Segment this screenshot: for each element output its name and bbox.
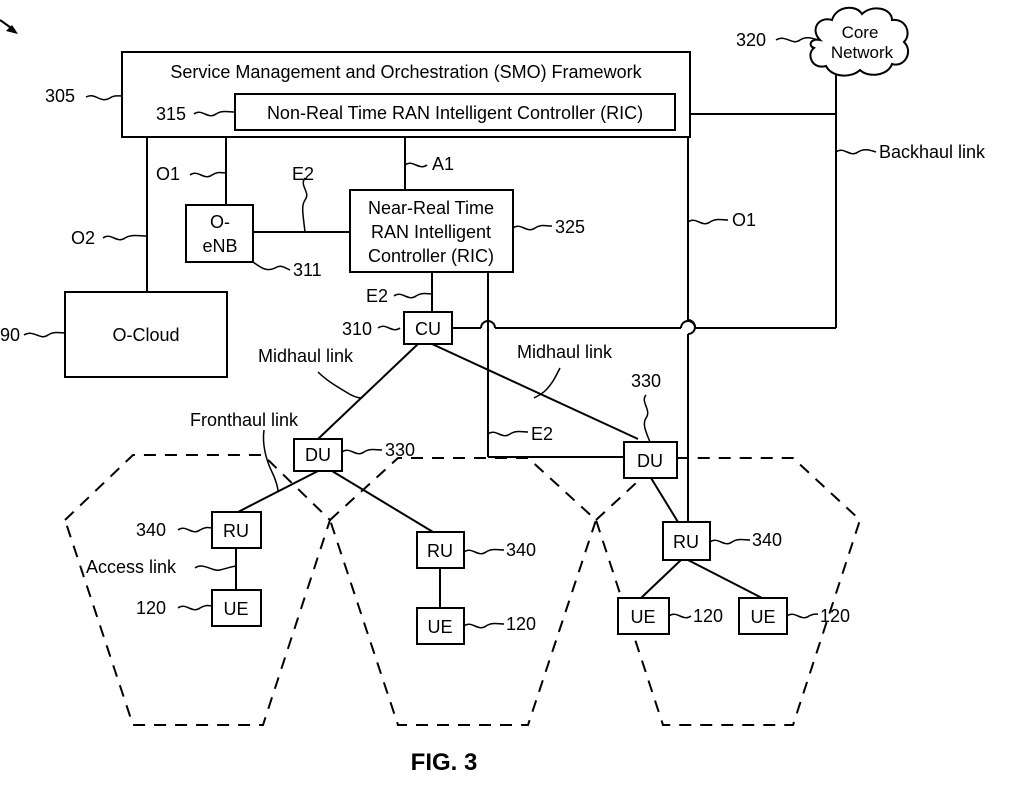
near-rt-ric-line1: Near-Real Time (368, 198, 494, 218)
reference-leaders (23, 36, 877, 629)
ue-right-a-box (617, 597, 670, 635)
non-rt-ric-ref: 315 (156, 104, 186, 124)
ue-left-ref: 120 (136, 598, 166, 618)
du-left-box (293, 438, 343, 472)
du-left-label: DU (305, 445, 331, 465)
oenb-box (185, 204, 254, 263)
du-left-ref: 330 (385, 440, 415, 460)
connection-lines (146, 68, 837, 608)
ue-mid-label: UE (427, 617, 452, 637)
ru-mid-ref: 340 (506, 540, 536, 560)
fronthaul-mid-line (331, 470, 434, 533)
cu-label: CU (415, 319, 441, 339)
e2-cu-label: E2 (366, 286, 388, 306)
access-link-label: Access link (86, 557, 177, 577)
core-network-ref: 320 (736, 30, 766, 50)
e2-du-label: E2 (531, 424, 553, 444)
ocloud-label: O-Cloud (112, 325, 179, 345)
cu-ref: 310 (342, 319, 372, 339)
non-rt-ric-box (234, 93, 676, 131)
access-link-right-b-line (687, 559, 763, 599)
ru-right-box (662, 521, 711, 561)
ru-right-ref: 340 (752, 530, 782, 550)
ocloud-ref: 90 (0, 325, 20, 345)
near-rt-ric-line2: RAN Intelligent (371, 222, 491, 242)
core-network-cloud (809, 6, 910, 77)
near-rt-ric-line3: Controller (RIC) (368, 246, 494, 266)
du-right-box (623, 441, 678, 479)
ru-left-ref: 340 (136, 520, 166, 540)
non-rt-ric-label: Non-Real Time RAN Intelligent Controller… (267, 103, 643, 123)
access-link-right-a-line (640, 559, 682, 599)
midhaul-right-label: Midhaul link (517, 342, 613, 362)
fronthaul-link-label: Fronthaul link (190, 410, 299, 430)
ue-left-box (211, 589, 262, 627)
near-rt-ric-ref: 325 (555, 217, 585, 237)
backhaul-link-label: Backhaul link (879, 142, 986, 162)
oenb-line1: O- (210, 212, 230, 232)
fronthaul-right-line (650, 477, 679, 523)
cell-right-hexagon (594, 457, 862, 726)
midhaul-left-line (317, 343, 419, 440)
e2-oenb-label: E2 (292, 164, 314, 184)
a1-label: A1 (432, 154, 454, 174)
ue-left-label: UE (223, 599, 248, 619)
ru-mid-label: RU (427, 541, 453, 561)
ue-mid-ref: 120 (506, 614, 536, 634)
o1-left-label: O1 (156, 164, 180, 184)
du-right-label: DU (637, 451, 663, 471)
midhaul-right-line (431, 343, 639, 440)
oenb-ref: 311 (293, 260, 322, 280)
oenb-line2: eNB (202, 236, 237, 256)
cu-box (403, 311, 453, 345)
ue-right-a-ref: 120 (693, 606, 723, 626)
du-right-ref-top: 330 (631, 371, 661, 391)
smo-ref: 305 (45, 86, 75, 106)
cell-middle-hexagon (328, 457, 598, 726)
o2-label: O2 (71, 228, 95, 248)
cell-left-hexagon (63, 454, 332, 726)
core-network-line2: Network (831, 43, 894, 62)
ru-left-box (211, 511, 262, 549)
ue-right-a-label: UE (630, 607, 655, 627)
midhaul-left-label: Midhaul link (258, 346, 354, 366)
smo-title: Service Management and Orchestration (SM… (170, 62, 642, 82)
ru-right-label: RU (673, 532, 699, 552)
near-rt-ric-box (349, 189, 514, 273)
ue-right-b-label: UE (750, 607, 775, 627)
figure-caption: FIG. 3 (411, 749, 478, 776)
o1-right-label: O1 (732, 210, 756, 230)
ue-right-b-ref: 120 (820, 606, 850, 626)
ocloud-box (64, 291, 228, 378)
ru-mid-box (416, 531, 465, 569)
core-network-line1: Core (842, 23, 879, 42)
figure-pointer-arrow (0, 19, 18, 34)
ru-left-label: RU (223, 521, 249, 541)
